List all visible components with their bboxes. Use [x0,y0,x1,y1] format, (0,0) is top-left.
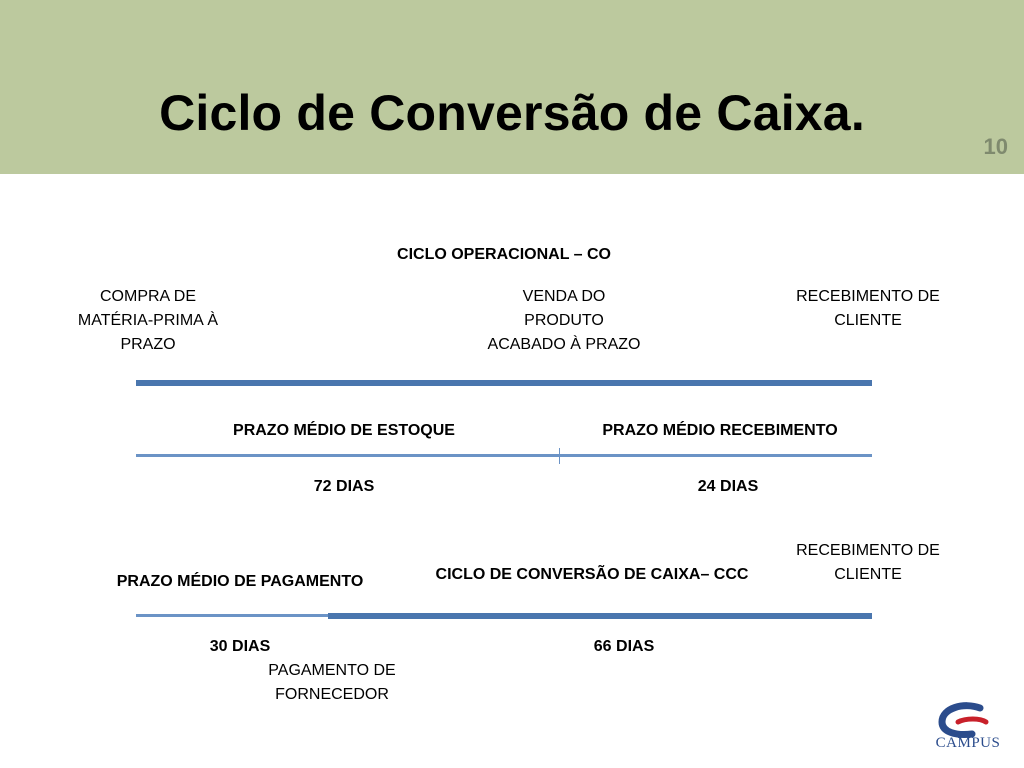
dias-recebimento-value: 24 DIAS [697,478,759,495]
prazo-estoque-label: PRAZO MÉDIO DE ESTOQUE [233,422,455,439]
venda-tick-mark [559,448,560,464]
pagamento-fornecedor-label: PAGAMENTO DE FORNECEDOR [268,662,396,703]
recebimento-cliente-top-label: RECEBIMENTO DE CLIENTE [796,288,940,329]
prazo-pagamento-label: PRAZO MÉDIO DE PAGAMENTO [116,573,364,590]
venda-produto-label: VENDA DO PRODUTO ACABADO À PRAZO [487,288,641,353]
campus-logo-text: CAMPUS [935,735,1001,751]
header-band [0,0,1024,174]
dias-pagamento-value: 30 DIAS [209,638,271,655]
prazo-pagamento-line [136,614,330,617]
ciclo-conversao-caixa-bar [328,613,872,619]
campus-logo-icon [938,702,989,738]
prazo-estoque-recebimento-line [136,454,872,457]
ciclo-operacional-bar [136,380,872,386]
slide-title: Ciclo de Conversão de Caixa. [159,85,865,141]
page-number: 10 [983,134,1008,159]
dias-ccc-value: 66 DIAS [593,638,655,655]
ciclo-conversao-caixa-label: CICLO DE CONVERSÃO DE CAIXA– CCC [435,566,749,583]
dias-estoque-value: 72 DIAS [313,478,375,495]
compra-materia-prima-label: COMPRA DE MATÉRIA-PRIMA À PRAZO [77,288,219,353]
recebimento-cliente-bottom-label: RECEBIMENTO DE CLIENTE [796,542,940,583]
ciclo-operacional-label: CICLO OPERACIONAL – CO [397,246,611,263]
prazo-recebimento-label: PRAZO MÉDIO RECEBIMENTO [602,422,838,439]
